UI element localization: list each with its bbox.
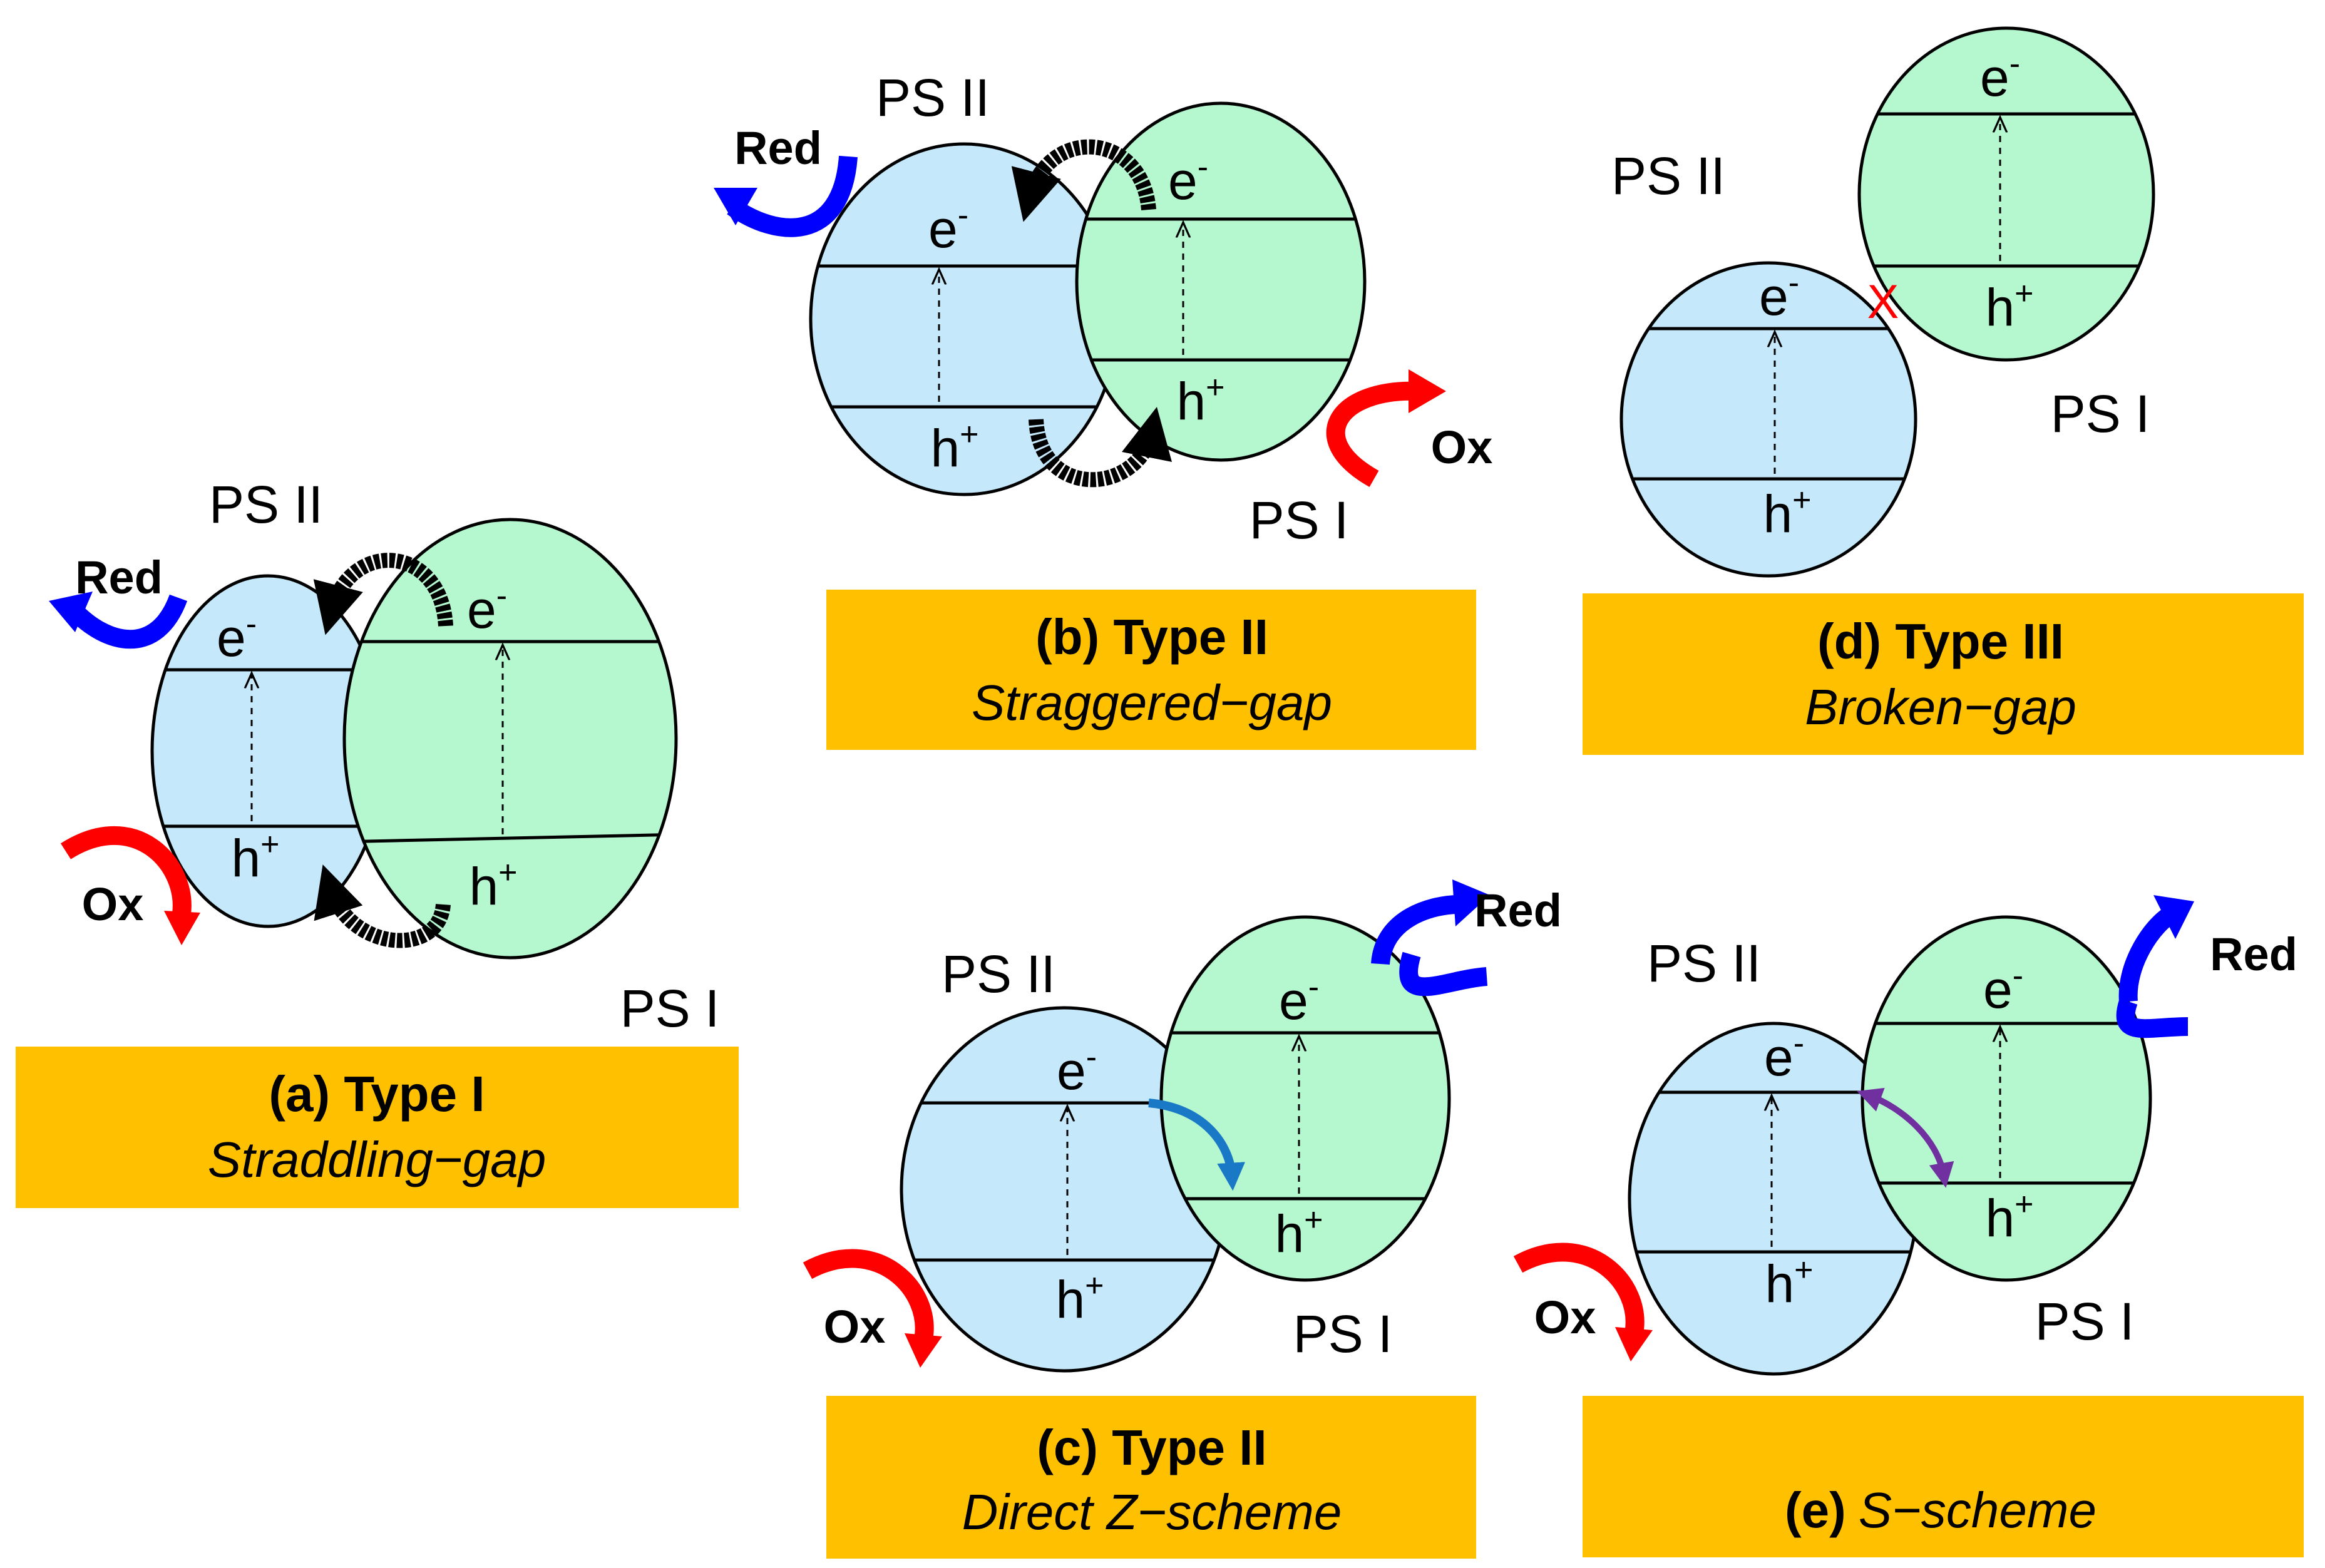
panel-d-caption-title: (d) Type III: [1817, 613, 2064, 669]
panel-b-ps1-hole: h+: [1176, 369, 1224, 431]
panel-b-red-label: Red: [734, 122, 822, 174]
panel-b: e- e- h+ h+ PS II PS I Red Ox (b) Type I…: [714, 68, 1492, 750]
panel-e-ps2-electron: e-: [1764, 1025, 1804, 1087]
panel-e-red-label: Red: [2210, 928, 2297, 980]
panel-a: e- e- h+ h+ PS II PS I Red Ox (a) Type I…: [16, 475, 739, 1208]
panel-e-ox-label: Ox: [1534, 1291, 1596, 1343]
panel-b-caption-title: (b) Type II: [1035, 609, 1268, 665]
panel-a-caption-box: [16, 1047, 739, 1208]
panel-c-ps1-hole: h+: [1275, 1202, 1323, 1263]
panel-c-red-arrowhead: [1452, 879, 1490, 926]
panel-a-red-arrow: [67, 594, 188, 649]
panel-b-ps1-label: PS I: [1250, 491, 1349, 550]
panel-e-ps2-hole: h+: [1765, 1252, 1813, 1313]
panel-b-red-arrowhead: [714, 188, 757, 225]
panel-c-caption-title: (c) Type II: [1037, 1420, 1266, 1475]
panel-c-caption-subtitle: Direct Z−scheme: [962, 1484, 1342, 1540]
panel-a-ps2-label: PS II: [209, 475, 323, 534]
panel-d-ps2-electron: e-: [1759, 265, 1799, 326]
panel-b-ox-arrow: [1326, 381, 1419, 488]
panel-e-red-arrow: [2116, 998, 2189, 1038]
panel-b-ps2-electron: e-: [928, 197, 968, 259]
panel-b-ps2-ellipse: [809, 142, 1119, 496]
panel-e-caption: (e)S−scheme: [1785, 1482, 2097, 1538]
panel-c-ps1-label: PS I: [1293, 1304, 1393, 1363]
panel-c-red-arrow: [1399, 951, 1488, 997]
panel-a-ox-arrow: [60, 826, 192, 915]
panel-d-ps2-hole: h+: [1763, 482, 1811, 543]
panel-c-ps2-hole: h+: [1055, 1268, 1104, 1329]
panel-e-caption-box: [1583, 1396, 2304, 1557]
panel-b-red-arrow: [727, 155, 858, 237]
panel-a-caption-subtitle: Straddling−gap: [208, 1132, 546, 1187]
panel-e-ps2-label: PS II: [1647, 934, 1761, 993]
panel-a-hole-transfer-arrow: [314, 864, 451, 948]
panel-d-ps1-electron: e-: [1980, 46, 2020, 107]
panel-c-red-label: Red: [1474, 884, 1562, 936]
panel-b-ps1-electron: e-: [1168, 149, 1208, 210]
panel-d-caption-subtitle: Broken−gap: [1805, 679, 2076, 735]
panel-d-ps2-label: PS II: [1611, 146, 1725, 205]
panel-b-ox-label: Ox: [1431, 421, 1493, 473]
panel-c-z-scheme-arrow: [1148, 1099, 1246, 1191]
panel-e-ps2-ellipse: [1628, 1022, 1919, 1376]
panel-a-red-label: Red: [75, 551, 163, 603]
panel-a-electron-transfer-arrow: [313, 553, 453, 635]
panel-b-ps1-ellipse: [1075, 101, 1367, 462]
panel-b-electron-transfer-arrow: [1011, 139, 1156, 222]
panel-d-blocked-transfer-cross: X: [1867, 275, 1899, 329]
panel-c-ox-arrowhead: [905, 1333, 942, 1368]
panel-c-ps1-electron: e-: [1279, 969, 1319, 1030]
panel-d-caption-box: [1583, 593, 2304, 755]
panel-c-ps2-electron: e-: [1057, 1039, 1097, 1100]
panel-c-red-arrow-body: [1371, 895, 1459, 965]
panel-a-ps2-electron: e-: [217, 606, 257, 667]
panel-a-ox-arrowhead: [164, 911, 200, 945]
panel-a-red-arrowhead: [49, 592, 93, 632]
panel-c-ox-label: Ox: [824, 1301, 886, 1353]
panel-e-red-arrowhead: [2153, 895, 2194, 939]
panel-d-ps1-ellipse: [1857, 26, 2155, 362]
panel-a-ox-label: Ox: [82, 878, 144, 930]
panel-e-s-scheme-arrow: [1857, 1088, 1954, 1188]
panel-a-ps1-label: PS I: [620, 979, 720, 1038]
panel-d-ps2-ellipse: [1619, 261, 1917, 578]
panel-b-ps2-hole: h+: [930, 416, 978, 478]
panel-c: e- e- h+ h+ PS II PS I Red Ox (c) Type I…: [803, 879, 1562, 1559]
panel-a-ps1-ellipse: [342, 518, 678, 960]
panel-a-ps1-valence-band: [344, 833, 676, 844]
panel-b-ox-arrowhead: [1409, 369, 1446, 413]
panel-e-red-arrow-body: [2118, 905, 2177, 1003]
panel-d-ps1-hole: h+: [1985, 275, 2033, 337]
panel-e-ps1-label: PS I: [2035, 1292, 2135, 1351]
panel-c-ps2-label: PS II: [942, 945, 1055, 1003]
panel-c-ox-arrow: [803, 1249, 934, 1341]
panel-a-caption-title: (a) Type I: [269, 1066, 485, 1122]
panel-e-ps1-hole: h+: [1985, 1186, 2033, 1248]
panel-c-caption-box: [826, 1396, 1476, 1559]
panel-a-ps1-electron: e-: [467, 578, 507, 639]
panel-e-ox-arrowhead: [1615, 1327, 1653, 1361]
panel-b-hole-transfer-arrow: [1029, 407, 1172, 488]
panel-b-caption-subtitle: Straggered−gap: [972, 675, 1332, 730]
panel-e: e- e- h+ h+ PS II PS I Red Ox (e)S−schem…: [1513, 895, 2304, 1557]
panel-d-ps1-label: PS I: [2051, 384, 2150, 443]
panel-e-ps1-electron: e-: [1983, 958, 2023, 1019]
panel-a-ps1-hole: h+: [469, 854, 517, 916]
panel-b-caption-box: [826, 590, 1476, 750]
panel-b-ps2-label: PS II: [876, 68, 990, 127]
panel-d: e- e- h+ h+ X PS II PS I (d) Type III Br…: [1583, 26, 2304, 755]
panel-e-ox-arrow: [1513, 1243, 1645, 1335]
panel-a-ps2-hole: h+: [231, 826, 279, 888]
